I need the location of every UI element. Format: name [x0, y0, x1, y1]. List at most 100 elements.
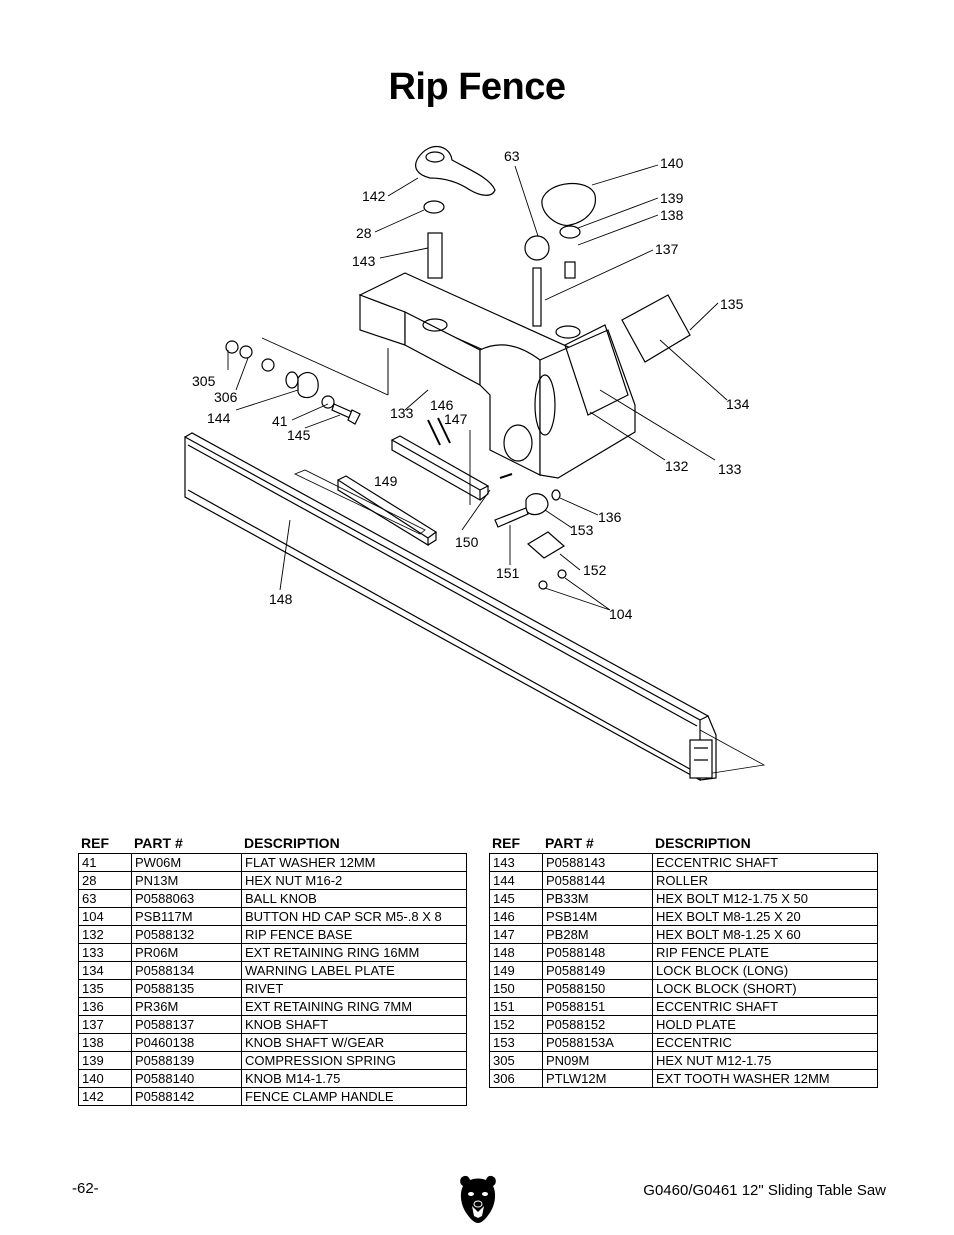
part-number-cell: P0588152 — [542, 1015, 653, 1034]
callout-label: 152 — [583, 562, 607, 578]
ref-cell: 149 — [489, 961, 543, 980]
ref-cell: 135 — [78, 979, 132, 998]
description-cell: ROLLER — [652, 871, 878, 890]
part-number-cell: PTLW12M — [542, 1069, 653, 1088]
ref-cell: 63 — [78, 889, 132, 908]
part-number-cell: PB33M — [542, 889, 653, 908]
ref-cell: 138 — [78, 1033, 132, 1052]
ref-header: REF — [492, 835, 520, 851]
ref-cell: 142 — [78, 1087, 132, 1106]
ref-cell: 152 — [489, 1015, 543, 1034]
description-cell: ECCENTRIC — [652, 1033, 878, 1052]
part-number-cell: P0588148 — [542, 943, 653, 962]
part-number-cell: P0588137 — [131, 1015, 242, 1034]
description-cell: LOCK BLOCK (LONG) — [652, 961, 878, 980]
description-cell: EXT RETAINING RING 16MM — [241, 943, 467, 962]
ref-cell: 147 — [489, 925, 543, 944]
part-number-cell: P0588139 — [131, 1051, 242, 1070]
desc-header: DESCRIPTION — [244, 835, 340, 851]
description-cell: RIP FENCE PLATE — [652, 943, 878, 962]
callout-label: 134 — [726, 396, 750, 412]
desc-header: DESCRIPTION — [655, 835, 751, 851]
ref-cell: 137 — [78, 1015, 132, 1034]
callout-label: 151 — [496, 565, 520, 581]
part-number-cell: PN13M — [131, 871, 242, 890]
callout-label: 144 — [207, 410, 231, 426]
callout-label: 133 — [718, 461, 742, 477]
part-number-cell: P0588142 — [131, 1087, 242, 1106]
callout-label: 140 — [660, 155, 684, 171]
callout-label: 146 — [430, 397, 454, 413]
page-title: Rip Fence — [388, 66, 566, 108]
description-cell: LOCK BLOCK (SHORT) — [652, 979, 878, 998]
model-title: G0460/G0461 12" Sliding Table Saw — [643, 1182, 886, 1199]
part-number-cell: P0588063 — [131, 889, 242, 908]
description-cell: WARNING LABEL PLATE — [241, 961, 467, 980]
callout-label: 132 — [665, 458, 689, 474]
description-cell: HEX BOLT M12-1.75 X 50 — [652, 889, 878, 908]
callout-label: 133 — [390, 405, 414, 421]
callout-label: 139 — [660, 190, 684, 206]
ref-cell: 140 — [78, 1069, 132, 1088]
callout-label: 147 — [444, 411, 468, 427]
part-header: PART # — [545, 835, 594, 851]
part-number-cell: P0588140 — [131, 1069, 242, 1088]
ref-header: REF — [81, 835, 109, 851]
callout-label: 135 — [720, 296, 744, 312]
ref-cell: 132 — [78, 925, 132, 944]
description-cell: HEX NUT M12-1.75 — [652, 1051, 878, 1070]
part-number-cell: P0588143 — [542, 853, 653, 872]
callout-label: 150 — [455, 534, 479, 550]
description-cell: FENCE CLAMP HANDLE — [241, 1087, 467, 1106]
ref-cell: 41 — [78, 853, 132, 872]
ref-cell: 148 — [489, 943, 543, 962]
callout-label: 145 — [287, 427, 311, 443]
part-header: PART # — [134, 835, 183, 851]
callout-label: 104 — [609, 606, 633, 622]
ref-cell: 143 — [489, 853, 543, 872]
part-number-cell: P0588149 — [542, 961, 653, 980]
description-cell: BALL KNOB — [241, 889, 467, 908]
part-number-cell: P0588144 — [542, 871, 653, 890]
page-number: -62- — [72, 1180, 99, 1197]
part-number-cell: P0588153A — [542, 1033, 653, 1052]
description-cell: HEX BOLT M8-1.25 X 20 — [652, 907, 878, 926]
description-cell: HEX BOLT M8-1.25 X 60 — [652, 925, 878, 944]
part-number-cell: PSB14M — [542, 907, 653, 926]
part-number-cell: P0588132 — [131, 925, 242, 944]
description-cell: KNOB SHAFT — [241, 1015, 467, 1034]
part-number-cell: PR36M — [131, 997, 242, 1016]
part-number-cell: P0588134 — [131, 961, 242, 980]
description-cell: EXT TOOTH WASHER 12MM — [652, 1069, 878, 1088]
callout-label: 137 — [655, 241, 679, 257]
description-cell: BUTTON HD CAP SCR M5-.8 X 8 — [241, 907, 467, 926]
ref-cell: 28 — [78, 871, 132, 890]
ref-cell: 305 — [489, 1051, 543, 1070]
description-cell: HOLD PLATE — [652, 1015, 878, 1034]
callout-label: 305 — [192, 373, 216, 389]
ref-cell: 306 — [489, 1069, 543, 1088]
callout-label: 143 — [352, 253, 376, 269]
description-cell: EXT RETAINING RING 7MM — [241, 997, 467, 1016]
